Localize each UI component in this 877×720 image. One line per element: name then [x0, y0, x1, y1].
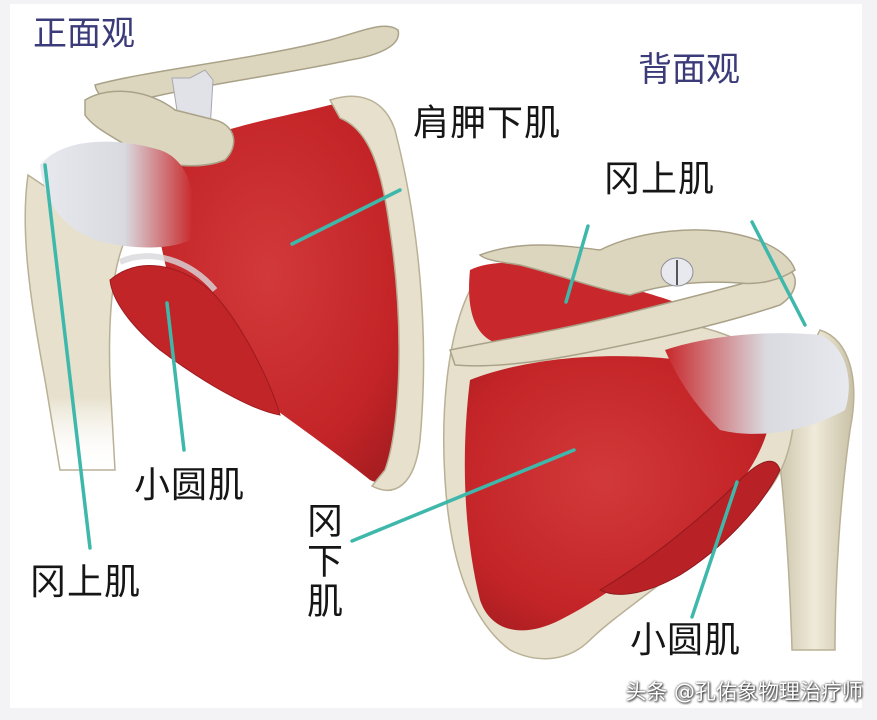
leader-line-front-subscapularis [290, 188, 402, 246]
leader-line-back-supraspinatus-2 [750, 220, 807, 327]
front-view-title: 正面观 [33, 14, 135, 54]
leader-line-front-supraspinatus [43, 163, 92, 550]
leader-line-back-teres-minor [690, 480, 739, 619]
label-back-teres-minor: 小圆肌 [630, 620, 742, 661]
leader-lines [43, 163, 807, 619]
back-view-title: 背面观 [638, 50, 740, 90]
leader-line-back-infraspinatus [350, 448, 576, 543]
front-view-illustration [24, 25, 425, 491]
label-front-supraspinatus: 冈上肌 [30, 562, 142, 603]
label-back-supraspinatus: 冈上肌 [604, 159, 716, 200]
label-back-infraspinatus: 冈下肌 [301, 502, 342, 622]
label-front-subscapularis: 肩胛下肌 [413, 103, 562, 144]
leader-line-back-supraspinatus-1 [564, 224, 590, 304]
back-view-illustration [443, 229, 855, 660]
watermark: 头条 @孔佑象物理治疗师 [625, 680, 863, 704]
label-front-teres-minor: 小圆肌 [134, 465, 246, 506]
leader-line-front-teres-minor [165, 301, 186, 452]
